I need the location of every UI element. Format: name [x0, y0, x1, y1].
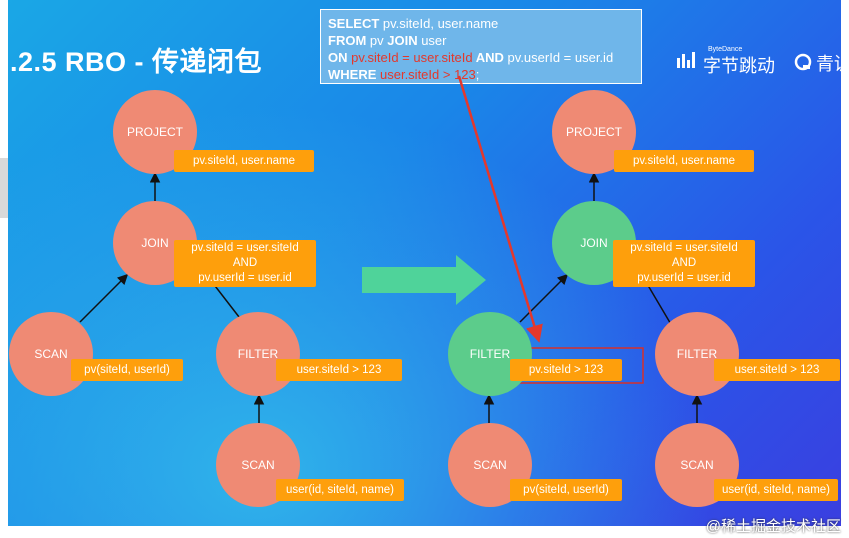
- left-scan-tag: pv(siteId, userId): [71, 359, 183, 381]
- left-scan2-tag: user(id, siteId, name): [276, 479, 404, 501]
- join-condition-2: pv.userId = user.id: [198, 272, 292, 284]
- sql-line-1: SELECT pv.siteId, user.name: [328, 15, 641, 32]
- join-condition-2: pv.userId = user.id: [637, 272, 731, 284]
- sql-line-2: FROM pv JOIN user: [328, 32, 641, 49]
- sql-text: pv: [366, 33, 388, 48]
- right-filter-right-node: FILTER: [655, 312, 739, 396]
- slide-title: .2.5 RBO - 传递闭包: [10, 47, 263, 77]
- sql-text: pv.userId = user.id: [503, 50, 614, 65]
- sql-keyword: FROM: [328, 33, 367, 48]
- sql-keyword: WHERE: [328, 67, 377, 82]
- left-scan-node: SCAN: [9, 312, 93, 396]
- right-scan-left-node: SCAN: [448, 423, 532, 507]
- edge-filter-to-join-right: [519, 273, 569, 323]
- join-condition-1: pv.siteId = user.siteId: [630, 242, 738, 254]
- sql-keyword: ON: [328, 50, 348, 65]
- sql-text: pv.siteId, user.name: [379, 16, 499, 31]
- right-scan-left-tag: pv(siteId, userId): [510, 479, 622, 501]
- youth-camp-text: 青训: [816, 54, 841, 74]
- join-condition-1: pv.siteId = user.siteId: [191, 242, 299, 254]
- left-filter-node: FILTER: [216, 312, 300, 396]
- transform-arrow-icon: [362, 255, 486, 305]
- left-project-tag: pv.siteId, user.name: [174, 150, 314, 172]
- bytedance-mark-icon: [677, 52, 695, 68]
- edge-filter2-to-join-right: [645, 281, 673, 327]
- sql-keyword: JOIN: [387, 33, 418, 48]
- left-filter-tag: user.siteId > 123: [276, 359, 402, 381]
- sql-text: user: [417, 33, 447, 48]
- watermark: @稀土掘金技术社区: [705, 518, 841, 535]
- youth-camp-mark-icon: [794, 53, 812, 71]
- right-filter-left-node: FILTER: [448, 312, 532, 396]
- red-pointer-arrow: [457, 75, 543, 343]
- sql-line-4: WHERE user.siteId > 123;: [328, 66, 641, 83]
- sql-highlight: user.siteId > 123: [376, 67, 476, 82]
- bytedance-main-text: 字节跳动: [703, 56, 775, 76]
- edge-scan-to-join: [79, 273, 129, 323]
- left-join-tag: pv.siteId = user.siteId AND pv.userId = …: [174, 240, 316, 287]
- left-edge-tab: [0, 158, 8, 218]
- right-filter-left-tag: pv.siteId > 123: [510, 359, 622, 381]
- right-project-tag: pv.siteId, user.name: [614, 150, 754, 172]
- sql-query-box: SELECT pv.siteId, user.name FROM pv JOIN…: [320, 9, 642, 84]
- sql-text: ;: [475, 67, 480, 82]
- sql-keyword: AND: [472, 50, 504, 65]
- join-condition-and: AND: [671, 257, 697, 269]
- right-scan-right-tag: user(id, siteId, name): [714, 479, 838, 501]
- bytedance-small-text: ByteDance: [708, 46, 743, 53]
- slide-canvas: .2.5 RBO - 传递闭包 SELECT pv.siteId, user.n…: [8, 0, 841, 526]
- diagram-connectors: [79, 75, 703, 423]
- right-filter-right-tag: user.siteId > 123: [714, 359, 840, 381]
- join-condition-and: AND: [232, 257, 258, 269]
- sql-line-3: ON pv.siteId = user.siteId AND pv.userId…: [328, 49, 641, 66]
- right-join-tag: pv.siteId = user.siteId AND pv.userId = …: [613, 240, 755, 287]
- sql-highlight: pv.siteId = user.siteId: [347, 50, 473, 65]
- sql-keyword: SELECT: [328, 16, 380, 31]
